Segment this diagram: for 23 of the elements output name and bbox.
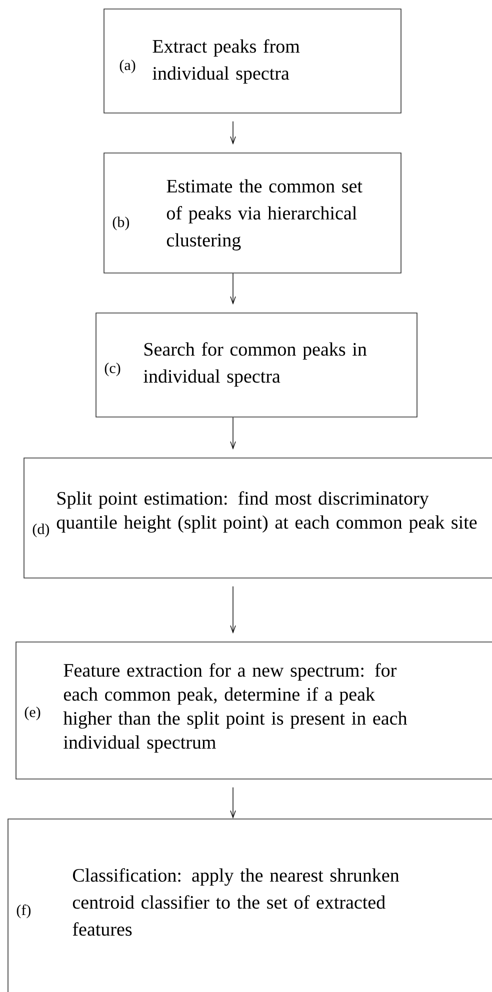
step-tag: (a) bbox=[120, 60, 136, 74]
step-tag: (f) bbox=[16, 904, 31, 918]
process-box bbox=[104, 8, 402, 114]
step-text: Search for common peaks in individual spectra bbox=[144, 342, 367, 387]
step-tag: (b) bbox=[112, 216, 130, 230]
process-box bbox=[104, 152, 402, 274]
process-box bbox=[16, 642, 492, 780]
arrow bbox=[230, 273, 236, 305]
process-box bbox=[24, 458, 492, 578]
step-text: Extract peaks from individual spectra bbox=[152, 39, 300, 84]
step-text: Split point estimation: find most discriminatory quantile height (split point) at each common peak site bbox=[56, 491, 477, 533]
process-box bbox=[8, 818, 492, 992]
step-tag: (d) bbox=[32, 524, 50, 538]
step-text: Estimate the common set of peaks via hierarchical clustering bbox=[166, 179, 362, 250]
step-text: Feature extraction for a new spectrum: for each common peak, determine if a peak higher than the split point is present in each individual spectrum bbox=[63, 663, 408, 753]
process-box bbox=[96, 312, 418, 418]
step-tag: (e) bbox=[24, 706, 40, 720]
step-text: Classification: apply the nearest shrunken centroid classifier to the set of extracted features bbox=[72, 868, 400, 936]
step-tag: (c) bbox=[104, 362, 120, 376]
arrow bbox=[230, 121, 236, 145]
arrow bbox=[230, 787, 236, 819]
arrow bbox=[230, 417, 236, 450]
arrow bbox=[230, 586, 236, 634]
